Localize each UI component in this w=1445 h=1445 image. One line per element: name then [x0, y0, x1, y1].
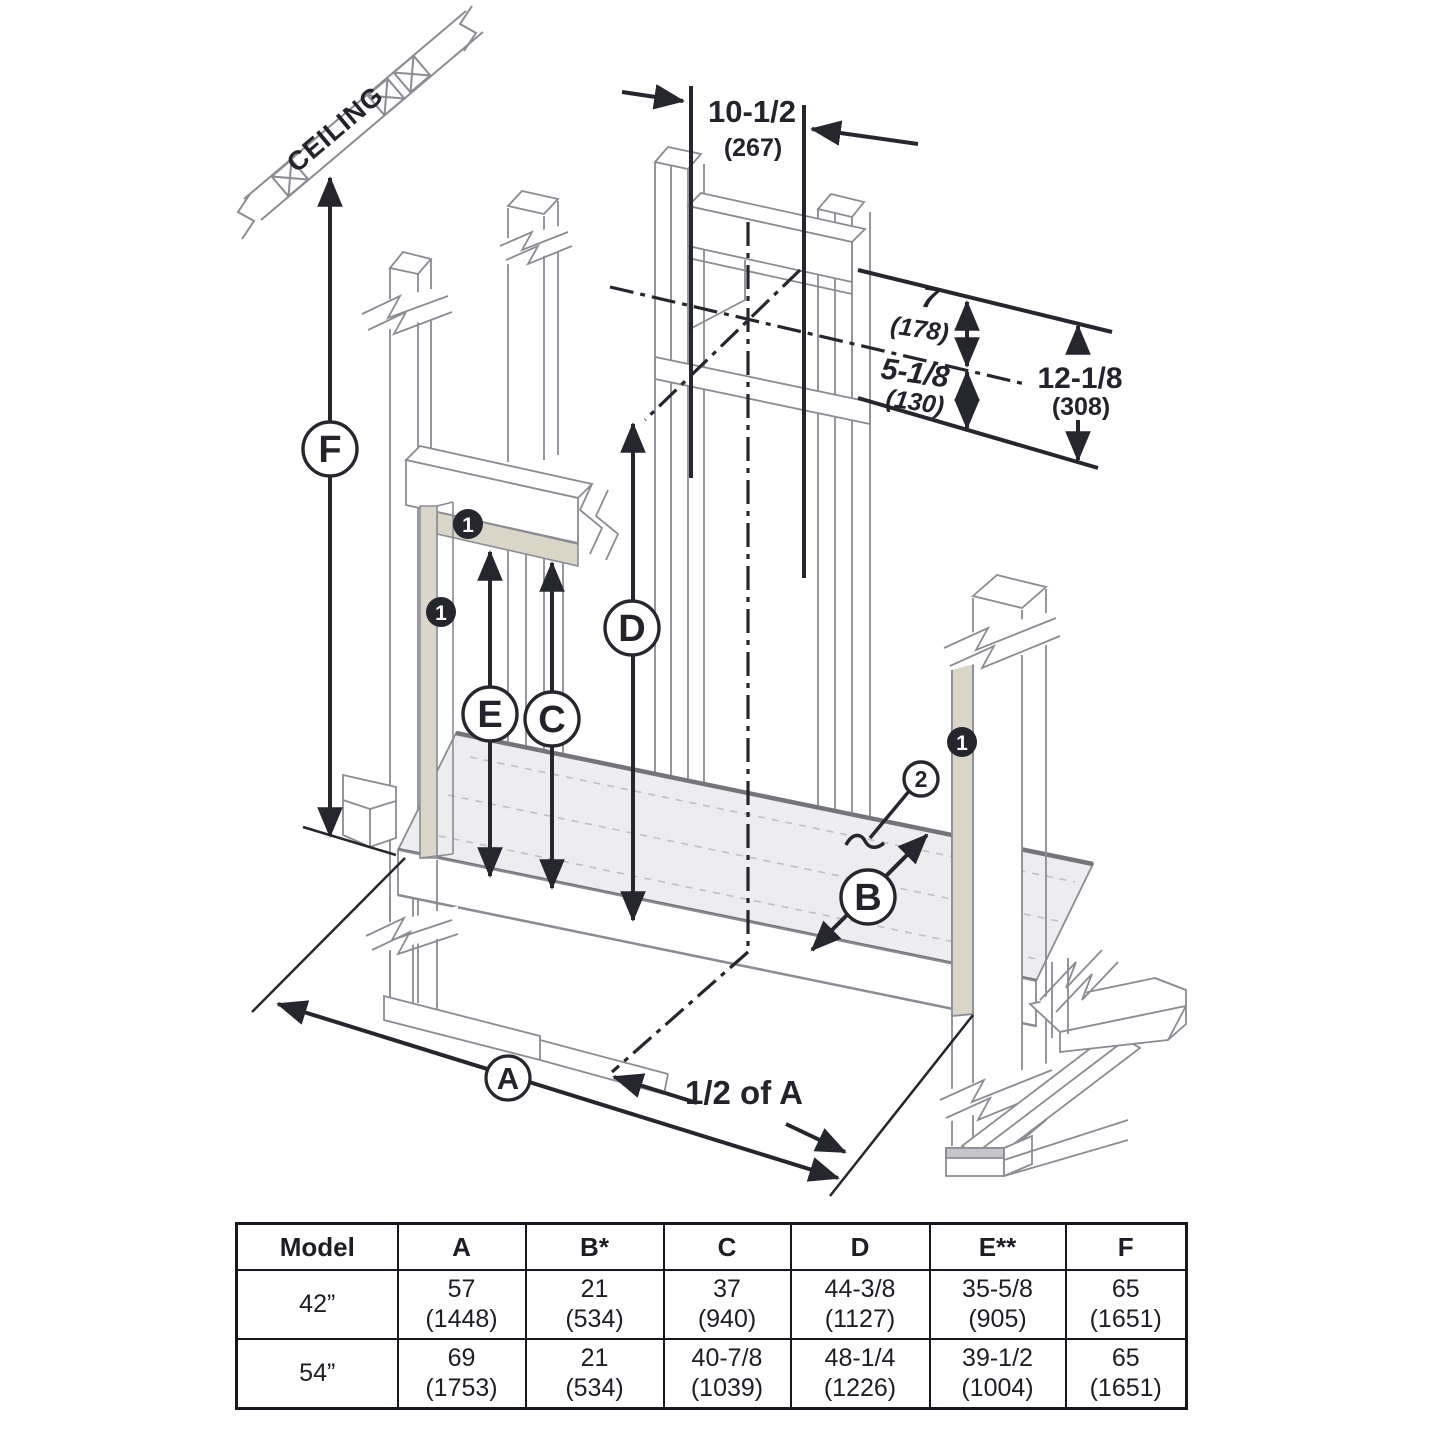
dim-total-mm: (308) [1052, 393, 1110, 421]
right-tan-strip [951, 659, 974, 1017]
cell-a: 57(1448) [396, 1269, 527, 1340]
cell-f: 65(1651) [1064, 1269, 1188, 1340]
dim-letter-circles: F D E C B A 2 1 [301, 420, 977, 1102]
dim-a [251, 857, 974, 1197]
col-header-model: Model [235, 1222, 399, 1271]
beam-hatch-2 [366, 77, 406, 117]
dim-upper-in: 7 [920, 281, 942, 316]
svg-text:D: D [618, 608, 645, 650]
dim-top-width-mm: (267) [724, 134, 782, 162]
callout-2-badge: 2 [902, 760, 940, 798]
svg-text:1: 1 [462, 514, 474, 537]
centerline-floor [610, 950, 750, 1074]
dim-letter-c: C [523, 690, 581, 748]
half-a-label: 1/2 of A [685, 1074, 803, 1111]
svg-text:B: B [854, 877, 881, 919]
col-header-f: F [1064, 1222, 1188, 1271]
callout-1-badge-jamb: 1 [426, 597, 456, 627]
dim-half-a: 1/2 of A [612, 1073, 847, 1154]
dim-offsets: 7 (178) 5-1/8 (130) 12-1/8 (308) [857, 268, 1123, 470]
col-header-d: D [789, 1222, 931, 1271]
cell-e: 35-5/8(905) [928, 1269, 1067, 1340]
cell-f: 65(1651) [1064, 1338, 1188, 1410]
svg-text:A: A [497, 1061, 519, 1096]
jamb-tan-stud [419, 505, 438, 859]
beam-hatch-1 [270, 158, 310, 198]
table-row: 54” 69(1753) 21(534) 40-7/8(1039) 48-1/4… [235, 1338, 1188, 1410]
svg-text:1: 1 [956, 732, 968, 755]
dim-top-width-in: 10-1/2 [708, 94, 796, 129]
dimension-spec-table: Model A B* C D E** F 42” 57(1448) 21(534… [235, 1222, 1188, 1410]
cell-c: 40-7/8(1039) [662, 1338, 792, 1410]
cell-e: 39-1/2(1004) [928, 1338, 1067, 1410]
cell-b: 21(534) [524, 1338, 665, 1410]
dim-letter-b: B [839, 868, 897, 926]
svg-text:E: E [477, 694, 502, 736]
svg-text:F: F [318, 429, 341, 471]
col-header-b: B* [524, 1222, 665, 1271]
ceiling-beam [236, 5, 484, 240]
col-header-c: C [662, 1222, 792, 1271]
dim-letter-e: E [461, 685, 519, 743]
svg-text:C: C [538, 699, 565, 741]
callout-1-badge-right-stud: 1 [947, 727, 977, 757]
centerline-depth-axis [643, 268, 802, 422]
callout-1-badge-header: 1 [453, 509, 483, 539]
svg-text:2: 2 [915, 766, 928, 792]
svg-text:1: 1 [435, 602, 447, 625]
dim-letter-f: F [301, 420, 359, 478]
beam-hatch-3 [392, 54, 432, 94]
dim-f [302, 176, 397, 857]
dim-total-in: 12-1/8 [1037, 362, 1122, 395]
callout-2-leader [844, 788, 912, 849]
left-stud-inner [499, 190, 573, 462]
dim-top-width: 10-1/2 (267) [621, 84, 919, 578]
dim-letter-a: A [484, 1054, 532, 1102]
cell-b: 21(534) [524, 1269, 665, 1340]
ceiling-label: CEILING [281, 80, 389, 178]
cell-c: 37(940) [662, 1269, 792, 1340]
col-header-e: E** [928, 1222, 1067, 1271]
cell-d: 48-1/4(1226) [789, 1338, 931, 1410]
table-row: 42” 57(1448) 21(534) 37(940) 44-3/8(1127… [235, 1269, 1188, 1340]
dim-upper-mm: (178) [889, 312, 951, 348]
col-header-a: A [396, 1222, 527, 1271]
cell-a: 69(1753) [396, 1338, 527, 1410]
floor-framing-right [945, 948, 1187, 1178]
fastener-squiggle [844, 833, 886, 849]
table-header-row: Model A B* C D E** F [235, 1222, 1188, 1271]
cell-model: 42” [235, 1269, 399, 1340]
cell-model: 54” [235, 1338, 399, 1410]
dim-letter-d: D [603, 599, 661, 657]
chase-header-box [654, 192, 871, 426]
cell-d: 44-3/8(1127) [789, 1269, 931, 1340]
